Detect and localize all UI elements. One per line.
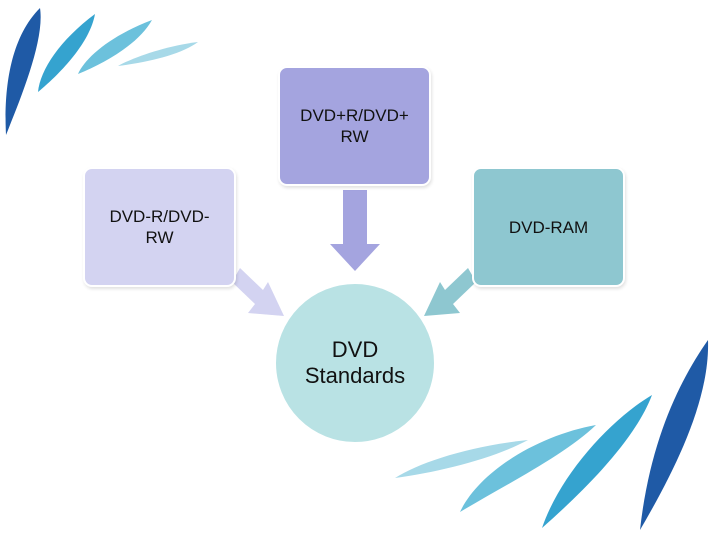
arrow-right-to-center [424, 268, 476, 316]
leaf-shape [395, 440, 528, 478]
node-label: DVD+R/DVD+ RW [300, 106, 409, 146]
leaf-shape [5, 8, 41, 135]
leaf-shape [78, 20, 152, 74]
leaf-shape [542, 395, 652, 528]
leaf-shape [640, 340, 709, 530]
node-label: DVD-RAM [508, 217, 589, 237]
node-dvd-ram: DVD-RAM [472, 167, 625, 287]
node-dvd-minus-r: DVD-R/DVD- RW [83, 167, 236, 287]
arrow-left-to-center [232, 268, 284, 316]
leaf-shape [460, 425, 596, 512]
leaf-shape [118, 42, 198, 66]
center-label: DVD Standards [304, 337, 406, 388]
node-label: DVD-R/DVD- RW [109, 207, 210, 247]
arrow-top-to-center [330, 190, 380, 271]
center-node-dvd-standards: DVD Standards [274, 282, 436, 444]
leaf-shape [38, 14, 95, 92]
node-dvd-plus-r: DVD+R/DVD+ RW [278, 66, 431, 186]
